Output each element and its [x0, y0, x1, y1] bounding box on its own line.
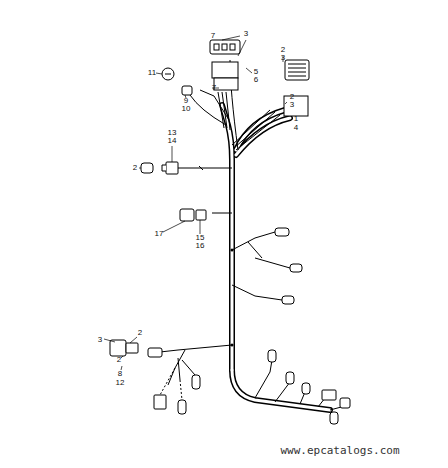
- callout-number: 3: [98, 336, 102, 344]
- callout-number: 3: [244, 30, 248, 38]
- callout-number: 6: [254, 76, 258, 84]
- callout-number: 7: [212, 84, 216, 92]
- callout-number: 9: [184, 97, 188, 105]
- callout-number: 15: [196, 234, 205, 242]
- callout-number: 10: [182, 105, 191, 113]
- watermark: www.epcatalogs.com: [280, 445, 399, 457]
- callout-number: 16: [196, 242, 205, 250]
- callout-number: 2: [290, 93, 294, 101]
- callout-number: 2: [138, 329, 142, 337]
- callout-number: 4: [294, 124, 298, 132]
- callout-number: 2: [117, 356, 121, 364]
- callout-number: 14: [168, 137, 177, 145]
- callout-number: 11: [148, 69, 156, 77]
- callout-number: 3: [281, 54, 285, 62]
- callout-number: 13: [168, 129, 177, 137]
- callout-number: 2: [133, 164, 137, 172]
- callout-number: 12: [116, 379, 125, 387]
- callout-number: 1: [294, 115, 298, 123]
- callout-number: 8: [118, 370, 122, 378]
- callout-number: 7: [211, 32, 215, 40]
- callout-number: 2: [281, 46, 285, 54]
- callout-number: 5: [254, 68, 258, 76]
- callout-number: 17: [155, 230, 164, 238]
- callout-number: 3: [290, 101, 294, 109]
